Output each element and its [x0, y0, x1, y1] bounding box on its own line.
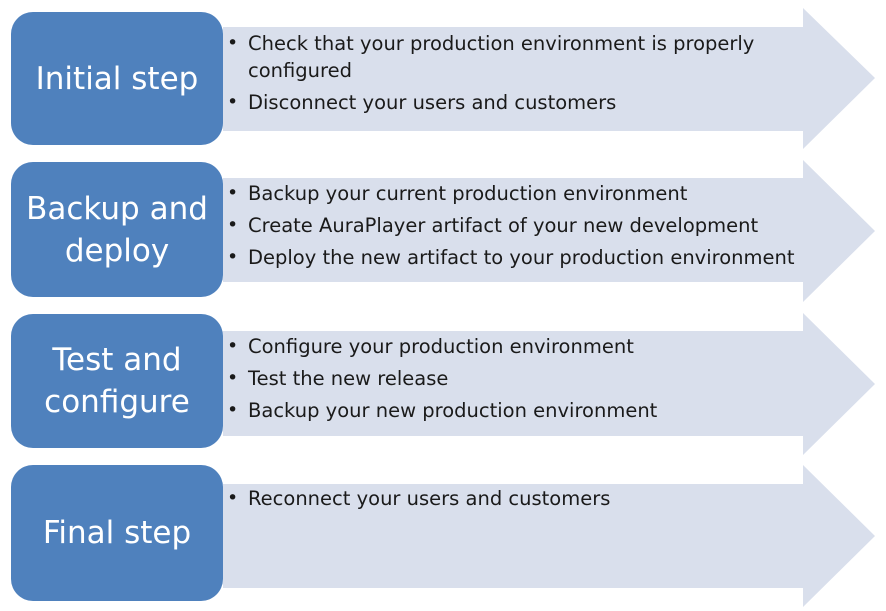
arrow-shape: [223, 465, 875, 607]
bullet-text: Deploy the new artifact to your producti…: [248, 246, 795, 269]
step-box-test: Test and configure: [11, 314, 223, 448]
step-bullets: •Backup your current production environm…: [226, 180, 826, 276]
step-bullets: •Configure your production environment •…: [226, 333, 826, 429]
bullet-text: Backup your current production environme…: [248, 182, 688, 205]
bullet-item: •Backup your new production environment: [227, 399, 658, 422]
step-box-final: Final step: [11, 465, 223, 601]
step-row-final: Final step •Reconnect your users and cus…: [0, 457, 886, 611]
bullet-item: •Test the new release: [227, 367, 449, 390]
step-bullets: •Reconnect your users and customers: [226, 485, 826, 517]
step-title: Initial step: [35, 60, 199, 97]
step-row-test: Test and configure •Configure your produ…: [0, 305, 886, 465]
bullet-text: Check that your production environment i…: [248, 32, 755, 82]
bullet-item: •Backup your current production environm…: [227, 182, 688, 205]
arrow-shape: [223, 313, 875, 455]
bullet-item: •Disconnect your users and customers: [227, 91, 617, 114]
bullet-item: •Deploy the new artifact to your product…: [227, 246, 795, 269]
step-box-backup: Backup and deploy: [11, 162, 223, 297]
bullet-text: Reconnect your users and customers: [248, 487, 611, 510]
arrow-shape: [223, 8, 875, 149]
step-box-initial: Initial step: [11, 12, 223, 145]
bullet-text: Create AuraPlayer artifact of your new d…: [248, 214, 759, 237]
bullet-text: Disconnect your users and customers: [248, 91, 617, 114]
step-title: Final step: [42, 515, 192, 551]
bullet-item: •Check that your production environment …: [227, 32, 755, 82]
bullet-item: •Create AuraPlayer artifact of your new …: [227, 214, 759, 237]
bullet-text: Test the new release: [248, 367, 449, 390]
step-row-backup: Backup and deploy •Backup your current p…: [0, 152, 886, 312]
bullet-text: Backup your new production environment: [248, 399, 658, 422]
step-bullets: •Check that your production environment …: [226, 30, 826, 121]
bullet-text: Configure your production environment: [248, 335, 634, 358]
step-title: Backup and deploy: [26, 190, 208, 269]
step-title: Test and configure: [44, 342, 190, 420]
bullet-item: •Configure your production environment: [227, 335, 634, 358]
step-row-initial: Initial step •Check that your production…: [0, 0, 886, 160]
arrow-shape: [223, 160, 875, 302]
bullet-item: •Reconnect your users and customers: [227, 487, 611, 510]
